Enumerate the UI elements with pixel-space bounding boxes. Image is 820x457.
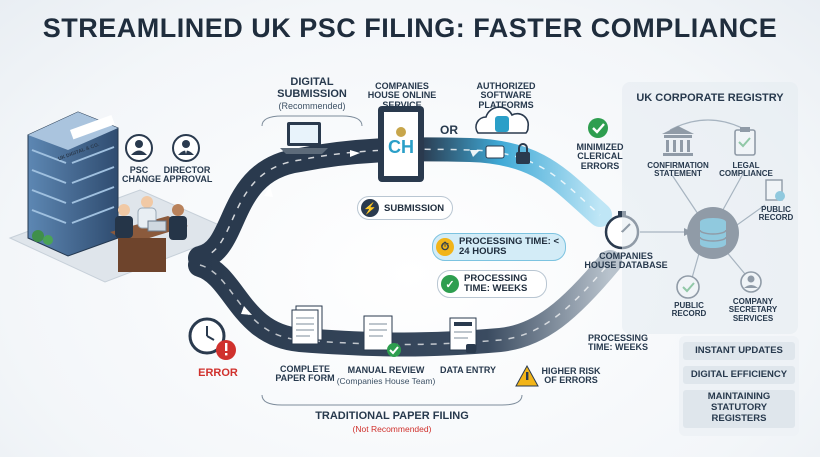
- confirmation-statement-label: CONFIRMATION STATEMENT: [647, 161, 709, 179]
- registry-panel: [622, 82, 798, 334]
- company-secretary-label: COMPANY SECRETARY SERVICES: [728, 297, 778, 323]
- minimized-errors-label: MINIMIZED CLERICAL ERRORS: [576, 142, 624, 171]
- psc-change-label: PSC CHANGE: [122, 165, 162, 185]
- higher-risk-label: HIGHER RISK OF ERRORS: [541, 366, 601, 386]
- page-title: STREAMLINED UK PSC FILING: FASTER COMPLI…: [42, 13, 778, 43]
- data-entry-icon: [449, 317, 477, 353]
- review-document-icon: [363, 315, 401, 357]
- digital-submission-label: DIGITAL SUBMISSION: [277, 76, 347, 100]
- submission-label: SUBMISSION: [384, 202, 445, 214]
- processing-weeks-pill-label: PROCESSING TIME: WEEKS: [464, 273, 528, 294]
- cloud-icon: [475, 106, 530, 134]
- office-illustration: [8, 111, 237, 283]
- registry-title: UK CORPORATE REGISTRY: [636, 92, 784, 104]
- or-label: OR: [440, 123, 458, 137]
- check-small-icon: ✓: [441, 275, 459, 293]
- public-record-right-label: PUBLIC RECORD: [758, 205, 794, 223]
- submission-badge: ⚡ SUBMISSION: [357, 196, 453, 220]
- director-approval-label: DIRECTOR APPROVAL: [163, 165, 213, 185]
- error-alert-icon: [216, 340, 236, 360]
- companies-house-gateway: [378, 106, 424, 182]
- warning-icon: [515, 364, 539, 387]
- ch-logo: CH: [388, 137, 414, 157]
- stopwatch-small-icon: ⏱: [436, 238, 454, 256]
- laptop-icon: [280, 122, 328, 154]
- clock-icon: [188, 317, 226, 355]
- error-label: ERROR: [198, 367, 238, 379]
- benefit-instant-updates: INSTANT UPDATES: [683, 342, 795, 360]
- processing-fast-badge: ⏱ PROCESSING TIME: < 24 HOURS: [432, 233, 566, 261]
- public-record-bottom-label: PUBLIC RECORD: [671, 301, 707, 319]
- processing-weeks-badge: ✓ PROCESSING TIME: WEEKS: [437, 270, 547, 298]
- processing-24h-label: PROCESSING TIME: < 24 HOURS: [459, 236, 560, 257]
- ch-online-label: COMPANIES HOUSE ONLINE SERVICE: [367, 81, 437, 110]
- manual-review-label: MANUAL REVIEW: [347, 365, 425, 375]
- legal-compliance-label: LEGAL COMPLIANCE: [719, 161, 773, 179]
- check-icon: [588, 118, 608, 138]
- benefit-maintaining-registers: MAINTAINING STATUTORY REGISTERS: [683, 390, 795, 428]
- processing-weeks-label: PROCESSING TIME: WEEKS: [587, 333, 648, 353]
- manual-review-sub-label: (Companies House Team): [336, 376, 436, 386]
- director-icon: [172, 134, 200, 162]
- ch-database-label: COMPANIES HOUSE DATABASE: [584, 251, 668, 271]
- benefit-digital-efficiency: DIGITAL EFFICIENCY: [683, 366, 795, 384]
- complete-paper-form-label: COMPLETE PAPER FORM: [275, 364, 335, 384]
- digital-recommended-label: (Recommended): [278, 101, 346, 111]
- lock-icon: [516, 143, 530, 164]
- data-entry-label: DATA ENTRY: [440, 365, 496, 375]
- person-icon: [125, 134, 153, 162]
- not-recommended-label: (Not Recommended): [352, 424, 432, 434]
- authorized-software-label: AUTHORIZED SOFTWARE PLATFORMS: [476, 81, 536, 110]
- lightning-icon: ⚡: [361, 199, 379, 217]
- traditional-filing-label: TRADITIONAL PAPER FILING: [315, 410, 469, 422]
- card-icon: [485, 145, 505, 159]
- paper-form-icon: [291, 305, 323, 345]
- paper-route: [188, 250, 622, 357]
